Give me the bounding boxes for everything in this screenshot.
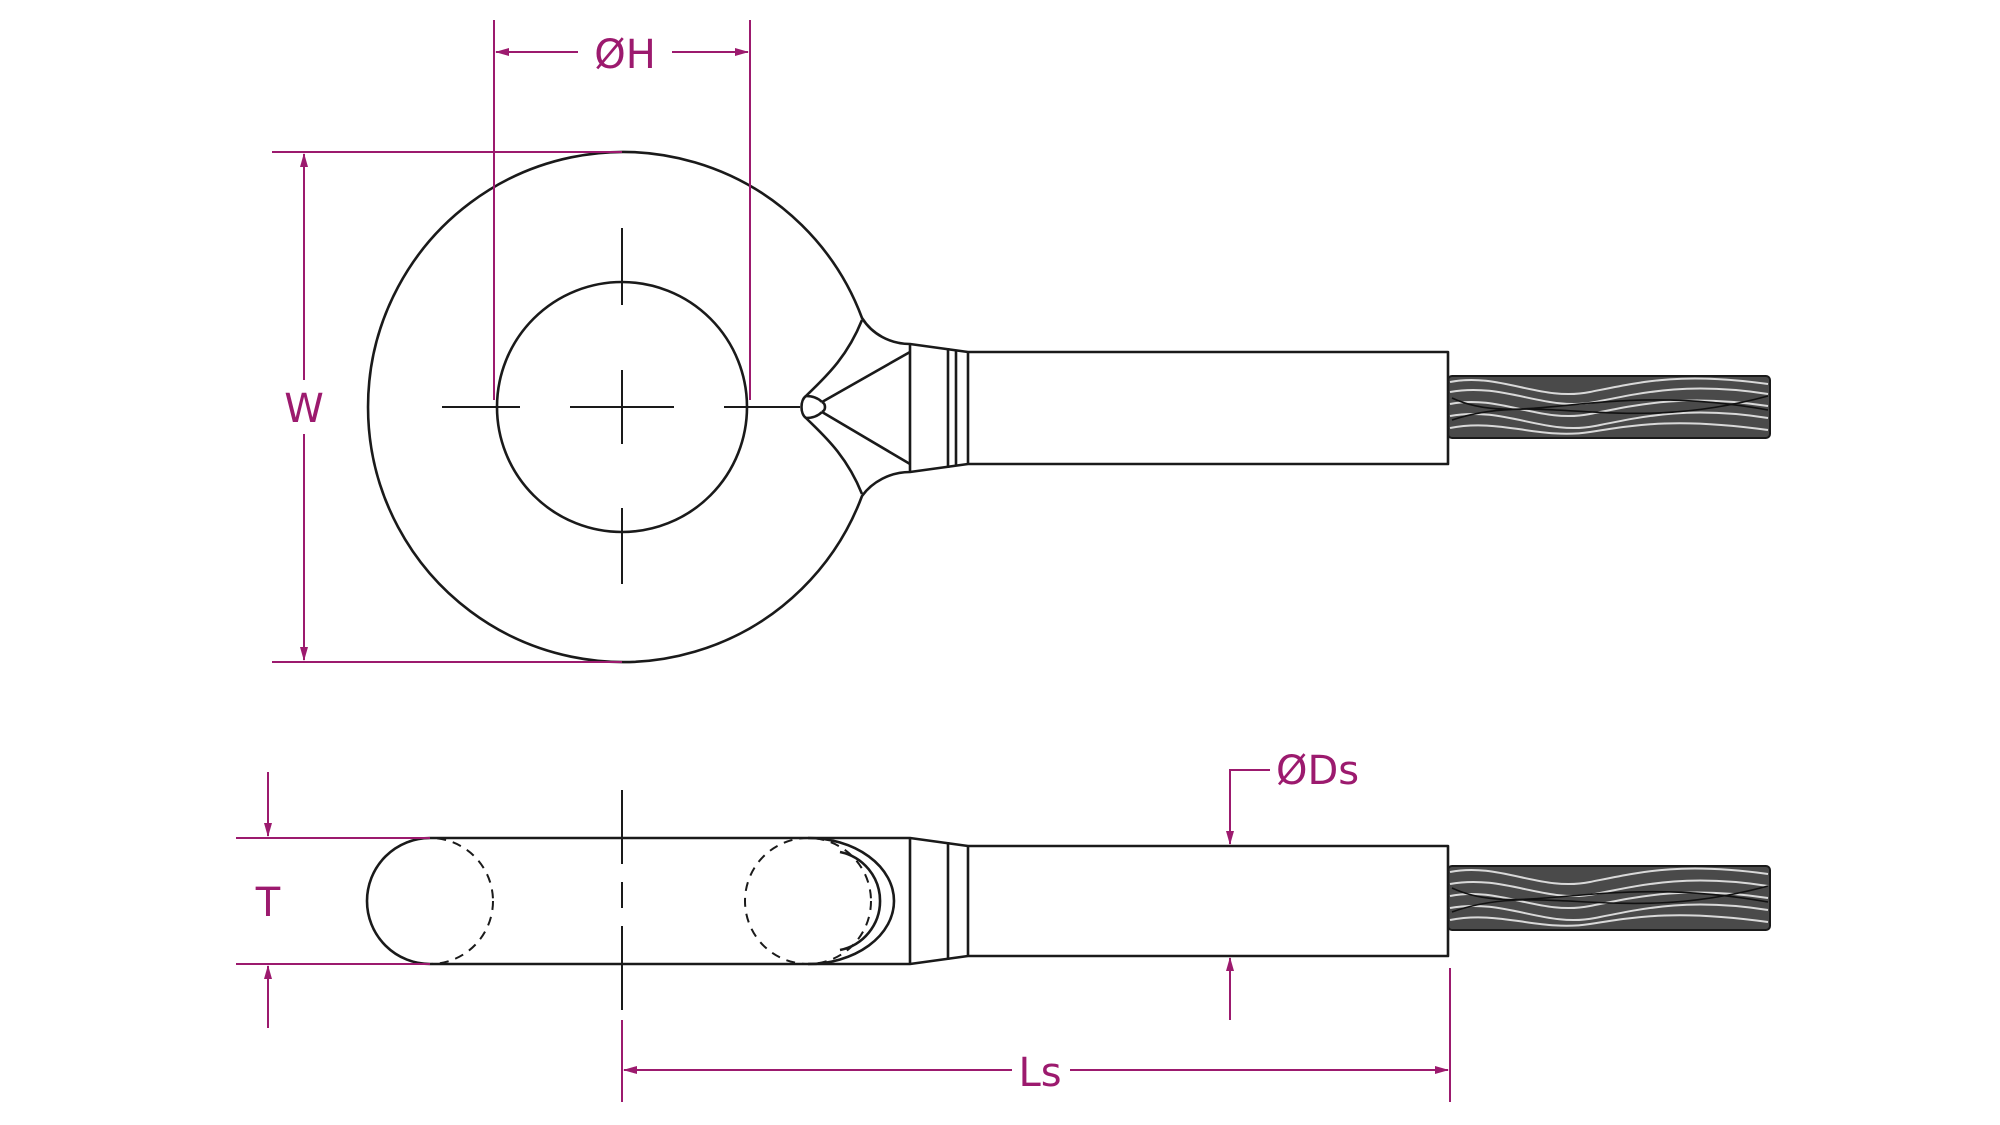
wire-rope-top (1447, 375, 1771, 439)
center-lines-top (442, 228, 800, 584)
dimension-label-shank-length: Ls (1018, 1050, 1061, 1096)
side-eye-end (807, 836, 896, 966)
rope-strands-top (1449, 377, 1769, 435)
side-neck-details (908, 838, 970, 964)
dimension-width: W (272, 151, 622, 663)
dimension-thickness: T (236, 772, 430, 1028)
wire-rope-side (1447, 865, 1771, 931)
dimension-label-shank-diameter: ØDs (1276, 748, 1359, 794)
dimension-shank-length: Ls (621, 968, 1451, 1102)
neck-details (800, 319, 970, 495)
dimension-hole-diameter: ØH (493, 20, 751, 400)
eye-body-outline (366, 150, 1450, 664)
dimension-shank-diameter: ØDs (1226, 748, 1359, 1020)
rope-strands-side (1449, 867, 1769, 927)
side-body-outline (365, 836, 1450, 966)
side-view: T ØDs Ls (236, 748, 1771, 1102)
dimension-label-width: W (284, 386, 324, 432)
hidden-hole-right (744, 837, 872, 965)
top-view: ØH W (272, 20, 1771, 664)
dimension-label-thickness: T (255, 880, 281, 926)
dimension-label-hole-diameter: ØH (594, 32, 656, 78)
